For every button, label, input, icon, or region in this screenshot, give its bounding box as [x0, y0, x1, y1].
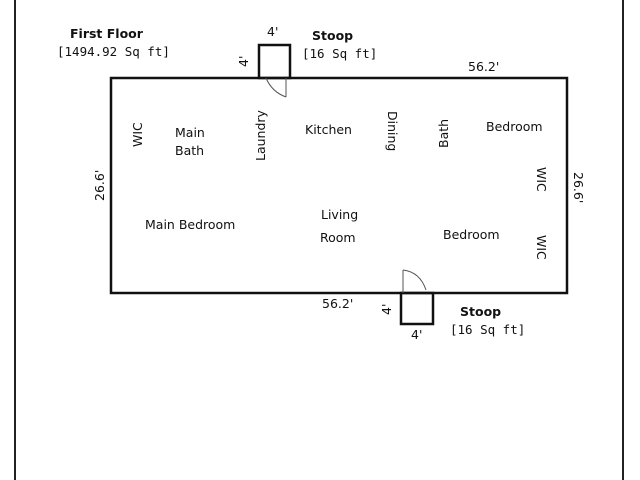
room-wic-left: WIC — [130, 122, 145, 147]
stoop-top-depth: 4' — [236, 56, 251, 67]
room-bedroom-bottom-right: Bedroom — [443, 227, 500, 242]
stoop-bottom-title: Stoop — [460, 304, 501, 319]
floor-title: First Floor — [70, 26, 144, 41]
dimension-bottom-width: 56.2' — [322, 296, 353, 311]
room-main-bath-line1: Main — [175, 125, 205, 140]
room-bath: Bath — [436, 119, 451, 148]
room-laundry: Laundry — [253, 109, 268, 161]
stoop-top-width: 4' — [267, 24, 278, 39]
room-wic-right-bottom: WIC — [534, 235, 549, 260]
floor-area: [1494.92 Sq ft] — [57, 44, 170, 59]
dimension-left-depth: 26.6' — [92, 170, 107, 201]
stoop-bottom-area: [16 Sq ft] — [450, 322, 525, 337]
room-kitchen: Kitchen — [305, 122, 352, 137]
stoop-top-title: Stoop — [312, 28, 353, 43]
floor-plan: First Floor [1494.92 Sq ft] 4' 4' Stoop … — [57, 24, 586, 342]
room-main-bath-line2: Bath — [175, 143, 204, 158]
stoop-bottom-box — [399, 291, 435, 326]
dimension-right-depth: 26.6' — [571, 172, 586, 203]
house-outline — [109, 76, 569, 295]
page-frame — [14, 0, 624, 480]
room-living-line1: Living — [321, 207, 358, 222]
stoop-top-box — [257, 43, 292, 80]
door-swing-bottom-icon — [402, 269, 427, 293]
room-main-bedroom: Main Bedroom — [145, 217, 235, 232]
room-dining: Dining — [385, 111, 400, 151]
stoop-bottom-depth: 4' — [379, 304, 394, 315]
stoop-bottom-width: 4' — [411, 327, 422, 342]
stoop-top-area: [16 Sq ft] — [302, 46, 377, 61]
room-bedroom-top-right: Bedroom — [486, 119, 543, 134]
room-wic-right-top: WIC — [534, 167, 549, 192]
room-living-line2: Room — [320, 230, 356, 245]
door-swing-top-icon — [265, 77, 287, 98]
dimension-top-width: 56.2' — [468, 59, 499, 74]
